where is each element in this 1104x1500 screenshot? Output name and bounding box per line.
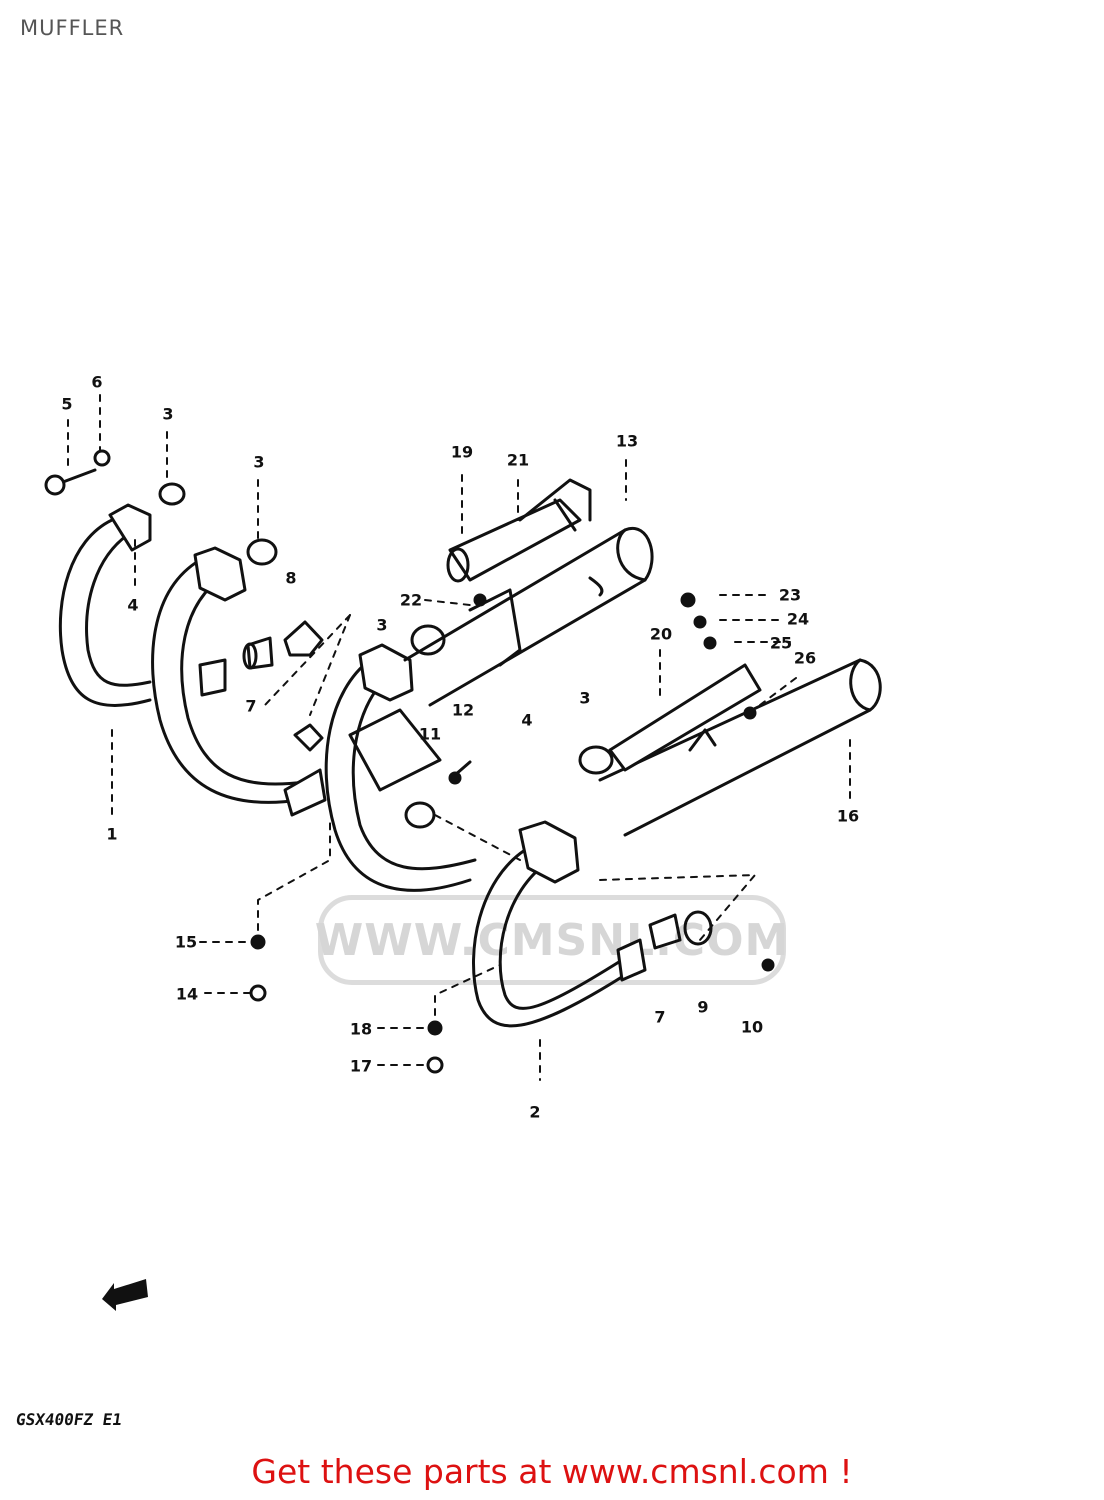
exhaust-pipe-2 [472, 820, 647, 1028]
part-label-24: 24 [786, 609, 810, 629]
exhaust-pipe-1 [58, 503, 152, 708]
part-label-8: 8 [285, 568, 297, 588]
part-label-2: 2 [529, 1102, 541, 1122]
part-label-23: 23 [778, 585, 802, 605]
part-label-26: 26 [793, 648, 817, 668]
part-label-7: 7 [654, 1007, 666, 1027]
part-label-19: 19 [450, 442, 474, 462]
part-label-11: 11 [418, 724, 442, 744]
part-label-9: 9 [697, 997, 709, 1017]
part-label-22: 22 [399, 590, 423, 610]
part-label-7: 7 [245, 696, 257, 716]
part-label-3: 3 [162, 404, 174, 424]
muffler-13 [403, 526, 654, 707]
part-label-21: 21 [506, 450, 530, 470]
muffler-16 [598, 658, 882, 837]
part-label-12: 12 [451, 700, 475, 720]
part-label-25: 25 [769, 633, 793, 653]
bracket-21 [468, 478, 592, 667]
part-label-5: 5 [61, 394, 73, 414]
leader-lines [67, 394, 851, 1081]
part-label-13: 13 [615, 431, 639, 451]
part-label-17: 17 [349, 1056, 373, 1076]
page-title: MUFFLER [20, 16, 125, 40]
part-label-14: 14 [175, 984, 199, 1004]
part-label-15: 15 [174, 932, 198, 952]
part-label-18: 18 [349, 1019, 373, 1039]
part-label-4: 4 [127, 595, 139, 615]
get-parts-link[interactable]: Get these parts at www.cmsnl.com ! [251, 1452, 853, 1491]
front-direction-arrow-icon [102, 1279, 148, 1311]
part-label-16: 16 [836, 806, 860, 826]
model-code: GSX400FZ E1 [14, 1410, 124, 1429]
exhaust-pipe-2nd [151, 546, 327, 817]
part-label-20: 20 [649, 624, 673, 644]
part-label-3: 3 [376, 615, 388, 635]
small-components [44, 449, 775, 1074]
part-label-10: 10 [740, 1017, 764, 1037]
part-label-4: 4 [521, 710, 533, 730]
part-label-6: 6 [91, 372, 103, 392]
heat-shield-20 [608, 663, 762, 772]
part-label-1: 1 [106, 824, 118, 844]
exhaust-pipe-3rd [324, 643, 477, 892]
part-label-3: 3 [579, 688, 591, 708]
part-label-3: 3 [253, 452, 265, 472]
